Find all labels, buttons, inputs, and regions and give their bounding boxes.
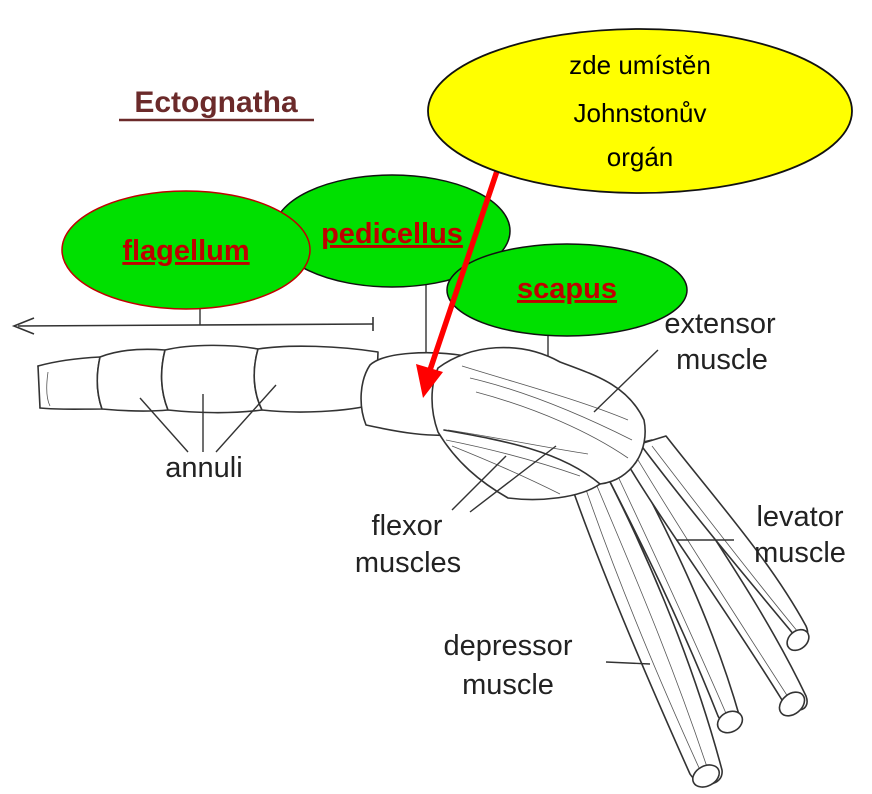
flexor-label-line2: muscles [355, 547, 461, 579]
depressor-label-line1: depressor [444, 630, 573, 662]
flexor-label-line1: flexor [372, 510, 443, 542]
flagellum-bubble-label: flagellum [122, 235, 249, 267]
callout-line2: Johnstonův [574, 98, 707, 128]
page-title: Ectognatha [134, 86, 298, 119]
flagellum-bubble: flagellum [62, 191, 310, 309]
depressor-label-line2: muscle [462, 669, 554, 701]
extensor-label-line2: muscle [676, 344, 768, 376]
scapus-bubble: scapus [447, 244, 687, 336]
levator-label-line1: levator [756, 501, 843, 533]
pedicellus-bubble-label: pedicellus [321, 218, 463, 250]
annuli-segments [38, 345, 378, 412]
johnston-organ-callout: zde umístěn Johnstonův orgán [428, 29, 852, 193]
levator-label-line2: muscle [754, 537, 846, 569]
annuli-label: annuli [165, 452, 242, 484]
scapus-segment [432, 348, 645, 500]
callout-line1: zde umístěn [569, 50, 711, 80]
extensor-label-line1: extensor [664, 308, 776, 340]
callout-line3: orgán [607, 142, 674, 172]
scapus-bubble-label: scapus [517, 273, 617, 305]
